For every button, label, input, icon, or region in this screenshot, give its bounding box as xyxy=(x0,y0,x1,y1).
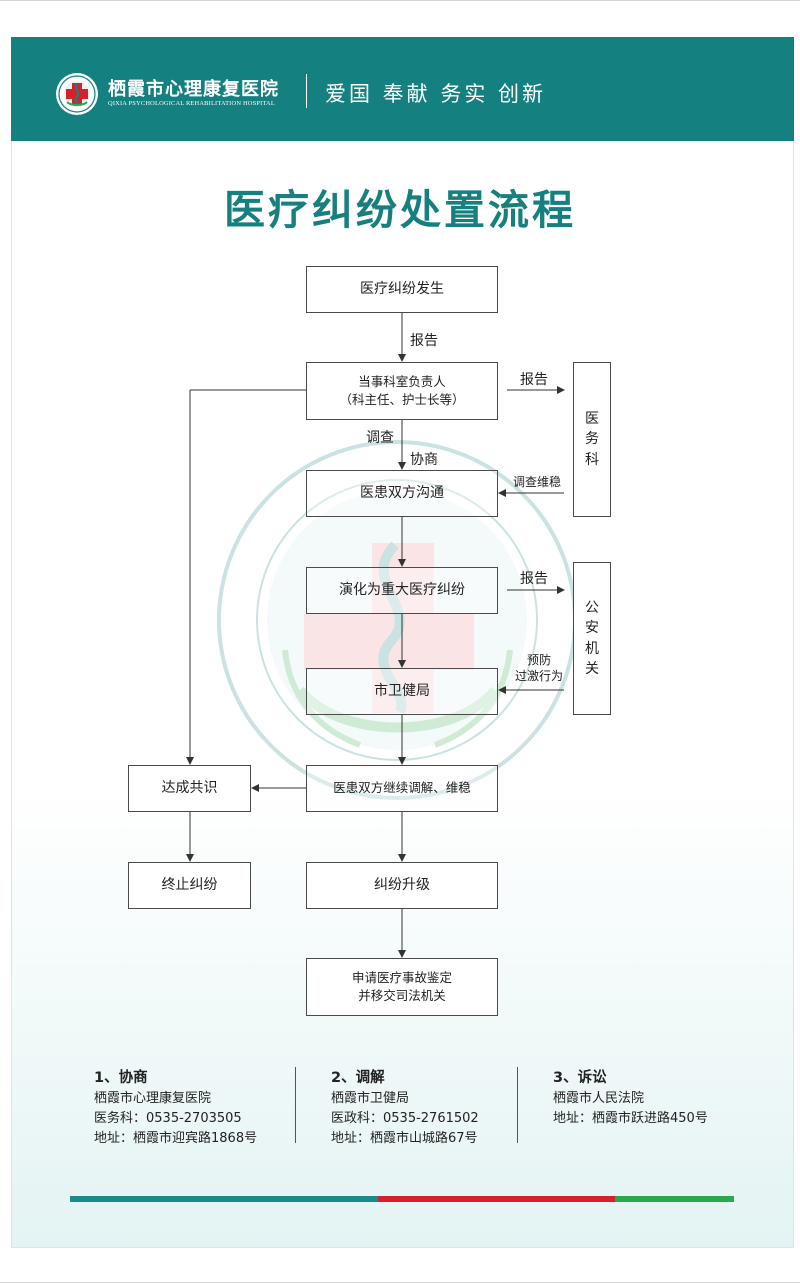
contact-mediation: 2、调解 栖霞市卫健局 医政科：0535-2761502 地址：栖霞市山城路67… xyxy=(331,1068,479,1149)
node-terminate-label: 终止纠纷 xyxy=(161,877,218,894)
edge-label-prevent-line2: 过激行为 xyxy=(514,668,563,683)
contact-divider-1 xyxy=(295,1067,296,1143)
edge-label-report-1: 报告 xyxy=(410,333,438,349)
contact-litigation-title: 3、诉讼 xyxy=(553,1070,607,1086)
edge-label-investigate: 调查 xyxy=(366,430,394,446)
contact-negotiation-line2: 医务科：0535-2703505 xyxy=(94,1111,242,1126)
hospital-name-cn: 栖霞市心理康复医院 xyxy=(108,79,279,100)
contact-negotiation-line1: 栖霞市心理康复医院 xyxy=(94,1091,212,1106)
top-border xyxy=(0,0,800,1)
contact-litigation-line1: 栖霞市人民法院 xyxy=(553,1091,645,1106)
node-terminate: 终止纠纷 xyxy=(128,862,251,909)
node-major-dispute: 演化为重大医疗纠纷 xyxy=(306,567,498,614)
node-dispute-occurs: 医疗纠纷发生 xyxy=(306,266,498,313)
contact-divider-2 xyxy=(517,1067,518,1143)
contact-mediation-line3: 地址：栖霞市山城路67号 xyxy=(331,1131,478,1146)
footer-bar-red xyxy=(378,1196,615,1202)
hospital-logo-icon xyxy=(56,73,98,115)
contact-litigation-line2: 地址：栖霞市跃进路450号 xyxy=(553,1111,708,1126)
contact-mediation-title: 2、调解 xyxy=(331,1070,385,1086)
contact-mediation-line2: 医政科：0535-2761502 xyxy=(331,1111,479,1126)
header-slogan: 爱国 奉献 务实 创新 xyxy=(325,82,547,106)
contact-negotiation: 1、协商 栖霞市心理康复医院 医务科：0535-2703505 地址：栖霞市迎宾… xyxy=(94,1068,257,1149)
footer-bar-green xyxy=(615,1196,734,1202)
edge-label-prevent-line1: 预防 xyxy=(526,653,551,667)
edge-label-negotiate: 协商 xyxy=(410,452,438,468)
node-continue-mediation-label: 医患双方继续调解、维稳 xyxy=(333,780,471,796)
hospital-name-en: QIXIA PSYCHOLOGICAL REHABILITATION HOSPI… xyxy=(108,100,275,107)
contact-negotiation-title: 1、协商 xyxy=(94,1070,148,1086)
node-dispute-occurs-label: 医疗纠纷发生 xyxy=(360,281,444,298)
contact-mediation-line1: 栖霞市卫健局 xyxy=(331,1091,410,1106)
node-medical-affairs: 医务科 xyxy=(573,362,611,517)
node-apply-appraisal: 申请医疗事故鉴定并移交司法机关 xyxy=(306,958,498,1016)
contact-litigation: 3、诉讼 栖霞市人民法院 地址：栖霞市跃进路450号 xyxy=(553,1068,708,1129)
node-health-bureau-label: 市卫健局 xyxy=(374,683,430,700)
node-apply-appraisal-line2: 并移交司法机关 xyxy=(358,988,446,1003)
node-health-bureau: 市卫健局 xyxy=(306,668,498,715)
contact-negotiation-line3: 地址：栖霞市迎宾路1868号 xyxy=(94,1131,258,1146)
edge-label-investigate-stabilize: 调查维稳 xyxy=(513,475,562,489)
edge-label-report-3: 报告 xyxy=(520,571,548,587)
node-doctor-patient-communication: 医患双方沟通 xyxy=(306,470,498,517)
header-bar xyxy=(11,37,794,141)
node-consensus-label: 达成共识 xyxy=(161,780,218,797)
node-communication-label: 医患双方沟通 xyxy=(360,485,444,502)
node-public-security: 公安机关 xyxy=(573,562,611,715)
node-consensus: 达成共识 xyxy=(128,765,251,812)
node-public-security-label: 公安机关 xyxy=(585,599,599,677)
node-department-head: 当事科室负责人 （科主任、护士长等） xyxy=(306,362,498,420)
node-major-dispute-label: 演化为重大医疗纠纷 xyxy=(339,582,465,599)
node-dispute-upgrade-label: 纠纷升级 xyxy=(374,877,430,894)
header-divider xyxy=(306,74,307,108)
node-dispute-upgrade: 纠纷升级 xyxy=(306,862,498,909)
node-continue-mediation: 医患双方继续调解、维稳 xyxy=(306,765,498,812)
footer-bar-teal xyxy=(70,1196,378,1202)
page-title: 医疗纠纷处置流程 xyxy=(224,186,576,234)
node-medical-affairs-label: 医务科 xyxy=(585,411,599,468)
node-apply-appraisal-line1: 申请医疗事故鉴定 xyxy=(351,969,452,985)
node-department-head-line1: 当事科室负责人 xyxy=(358,373,446,389)
node-department-head-line2: （科主任、护士长等） xyxy=(339,392,465,407)
edge-label-report-2: 报告 xyxy=(520,372,548,388)
edge-label-prevent: 预防 过激行为 xyxy=(509,653,569,684)
